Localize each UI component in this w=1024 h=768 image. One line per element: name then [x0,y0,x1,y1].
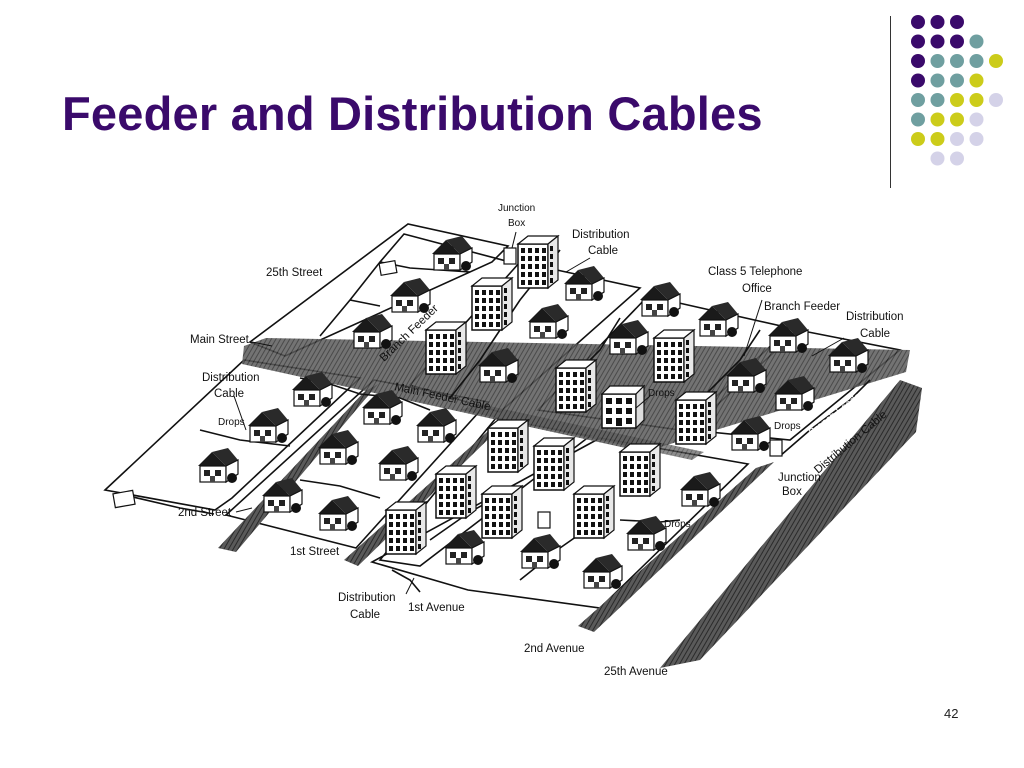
label-drops-center: Drops [648,388,675,399]
junction-box-top [503,247,517,265]
junction-box-upper-left [378,260,398,276]
label-drops-right: Drops [774,421,801,432]
label-junction-box-right-1: Junction [778,472,821,484]
first-avenue-road [218,384,378,552]
label-main-street: Main Street [190,334,250,346]
distribution-cable-road [578,462,774,632]
label-distribution-cable-bottom-1: Distribution [338,592,396,604]
page-number: 42 [944,706,959,721]
junction-boxes [112,247,783,529]
label-25th-street: 25th Street [266,267,323,279]
label-leader-lines [233,231,845,595]
label-distribution-cable-top-1: Distribution [572,229,630,241]
label-distribution-cable-left-2: Cable [214,388,244,400]
label-1st-street: 1st Street [290,546,340,558]
junction-box-bottom [537,511,551,529]
class5-telephone-office-building [600,384,646,430]
label-25th-avenue: 25th Avenue [604,666,668,678]
label-junction-box-top-1: Junction [498,203,535,214]
label-class5-office-2: Office [742,283,772,295]
label-distribution-cable-left-1: Distribution [202,372,260,384]
label-drops-left: Drops [218,417,245,428]
label-distribution-cable-bottom-2: Cable [350,609,380,621]
label-branch-feeder-right: Branch Feeder [764,301,840,313]
junction-box-right [769,439,783,457]
label-junction-box-right-2: Box [782,486,802,498]
label-drops-bottom: Drops [664,519,691,530]
label-2nd-avenue: 2nd Avenue [524,643,585,655]
label-distribution-cable-right-2: Cable [860,328,890,340]
title-divider [890,16,891,188]
slide-title: Feeder and Distribution Cables [62,87,763,140]
junction-box-left [112,489,136,509]
label-2nd-street: 2nd Street [178,507,232,519]
twenty-fifth-avenue-road [660,380,922,668]
label-distribution-cable-top-2: Cable [588,245,618,257]
label-junction-box-top-2: Box [508,218,525,229]
label-class5-office-1: Class 5 Telephone [708,266,802,278]
label-1st-avenue: 1st Avenue [408,602,465,614]
label-distribution-cable-right-1: Distribution [846,311,904,323]
